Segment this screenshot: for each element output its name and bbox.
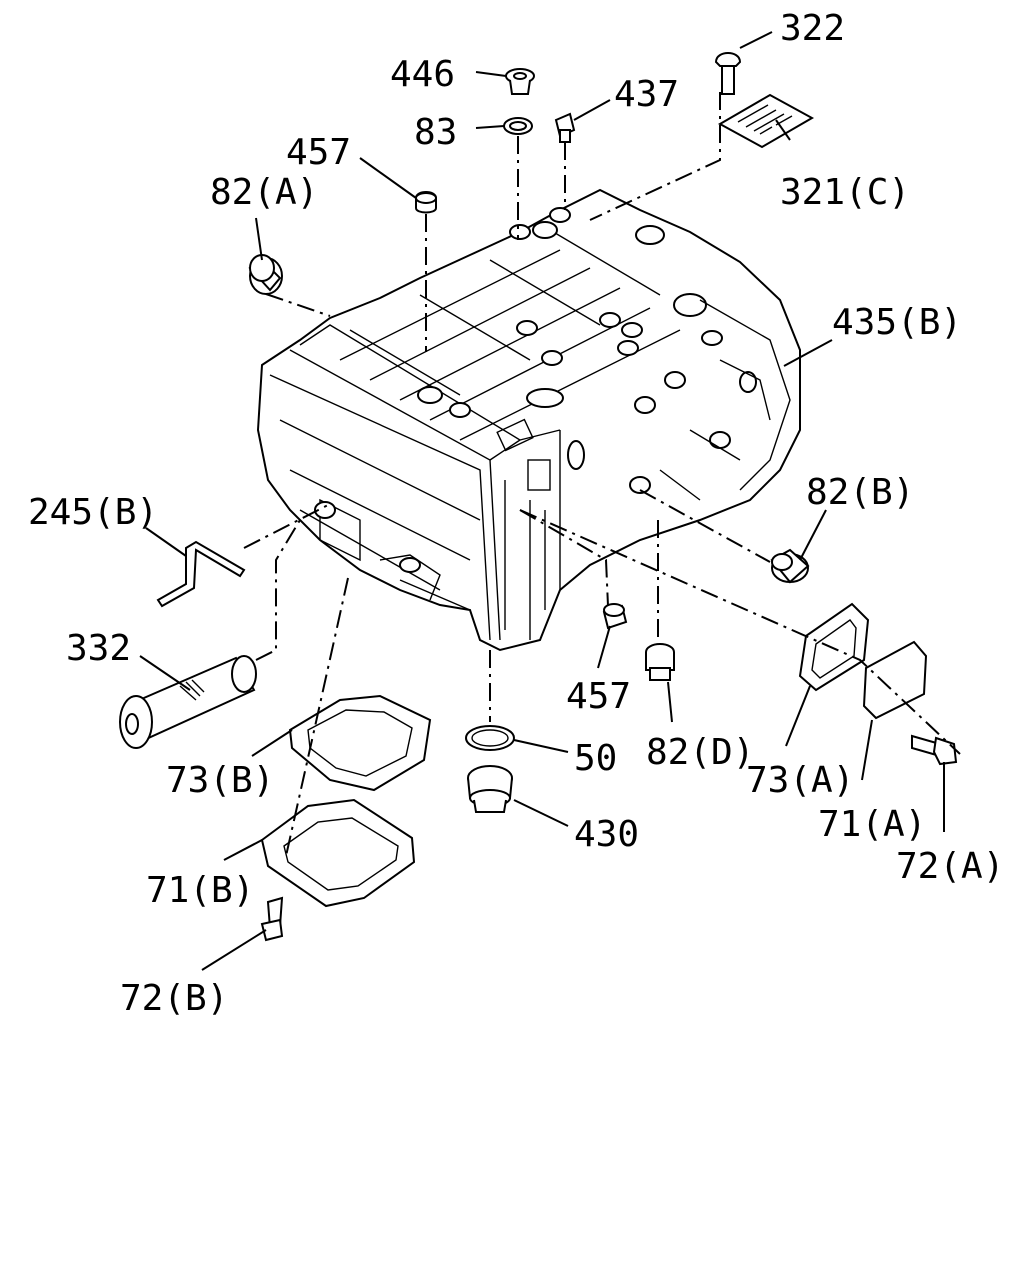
transmission-case (256, 188, 801, 652)
callout-332: 332 (66, 628, 131, 669)
callout-245b: 245(B) (28, 492, 158, 533)
callout-82b: 82(B) (806, 472, 914, 513)
callout-labels: 322 446 437 83 457 82(A) 321(C) 435(B) 2… (28, 8, 1004, 1019)
part-321c-plate (717, 93, 815, 149)
part-73b-gasket (288, 694, 432, 792)
callout-73b: 73(B) (166, 760, 274, 801)
part-50-oring (465, 725, 515, 751)
callout-321c: 321(C) (780, 172, 910, 213)
part-457-bottom-plug (602, 603, 628, 630)
callout-83: 83 (414, 112, 457, 153)
part-71a-cover (862, 640, 928, 720)
part-73a-gasket (798, 602, 870, 692)
part-245b-rod (156, 540, 246, 608)
callout-435b: 435(B) (832, 302, 962, 343)
part-71b-cover (260, 798, 416, 908)
callout-437: 437 (614, 74, 679, 115)
callout-71a: 71(A) (818, 804, 926, 845)
callout-82d: 82(D) (646, 732, 754, 773)
callout-71b: 71(B) (146, 870, 254, 911)
callout-73a: 73(A) (746, 760, 854, 801)
part-437-plug (554, 112, 576, 143)
leader-lines (139, 31, 945, 971)
callout-72a: 72(A) (896, 846, 1004, 887)
part-83-washer (503, 117, 533, 135)
part-430-plug (467, 765, 513, 813)
callout-446: 446 (390, 54, 455, 95)
part-446-plug (505, 68, 535, 95)
part-82d-plug (645, 643, 675, 681)
callout-72b: 72(B) (120, 978, 228, 1019)
callout-457-top: 457 (286, 132, 351, 173)
callout-430: 430 (574, 814, 639, 855)
part-72b-bolt (260, 896, 284, 942)
callout-50: 50 (574, 738, 617, 779)
callout-82a: 82(A) (210, 172, 318, 213)
part-72a-bolt (911, 734, 958, 766)
part-82b-plug (770, 548, 810, 584)
assembly-lines (243, 92, 961, 857)
part-82a-plug (248, 254, 283, 295)
callout-322: 322 (780, 8, 845, 49)
part-332-tube (119, 655, 257, 749)
callout-457-bottom: 457 (566, 676, 631, 717)
part-322-pin (714, 52, 742, 95)
part-457-top-plug (415, 191, 437, 214)
